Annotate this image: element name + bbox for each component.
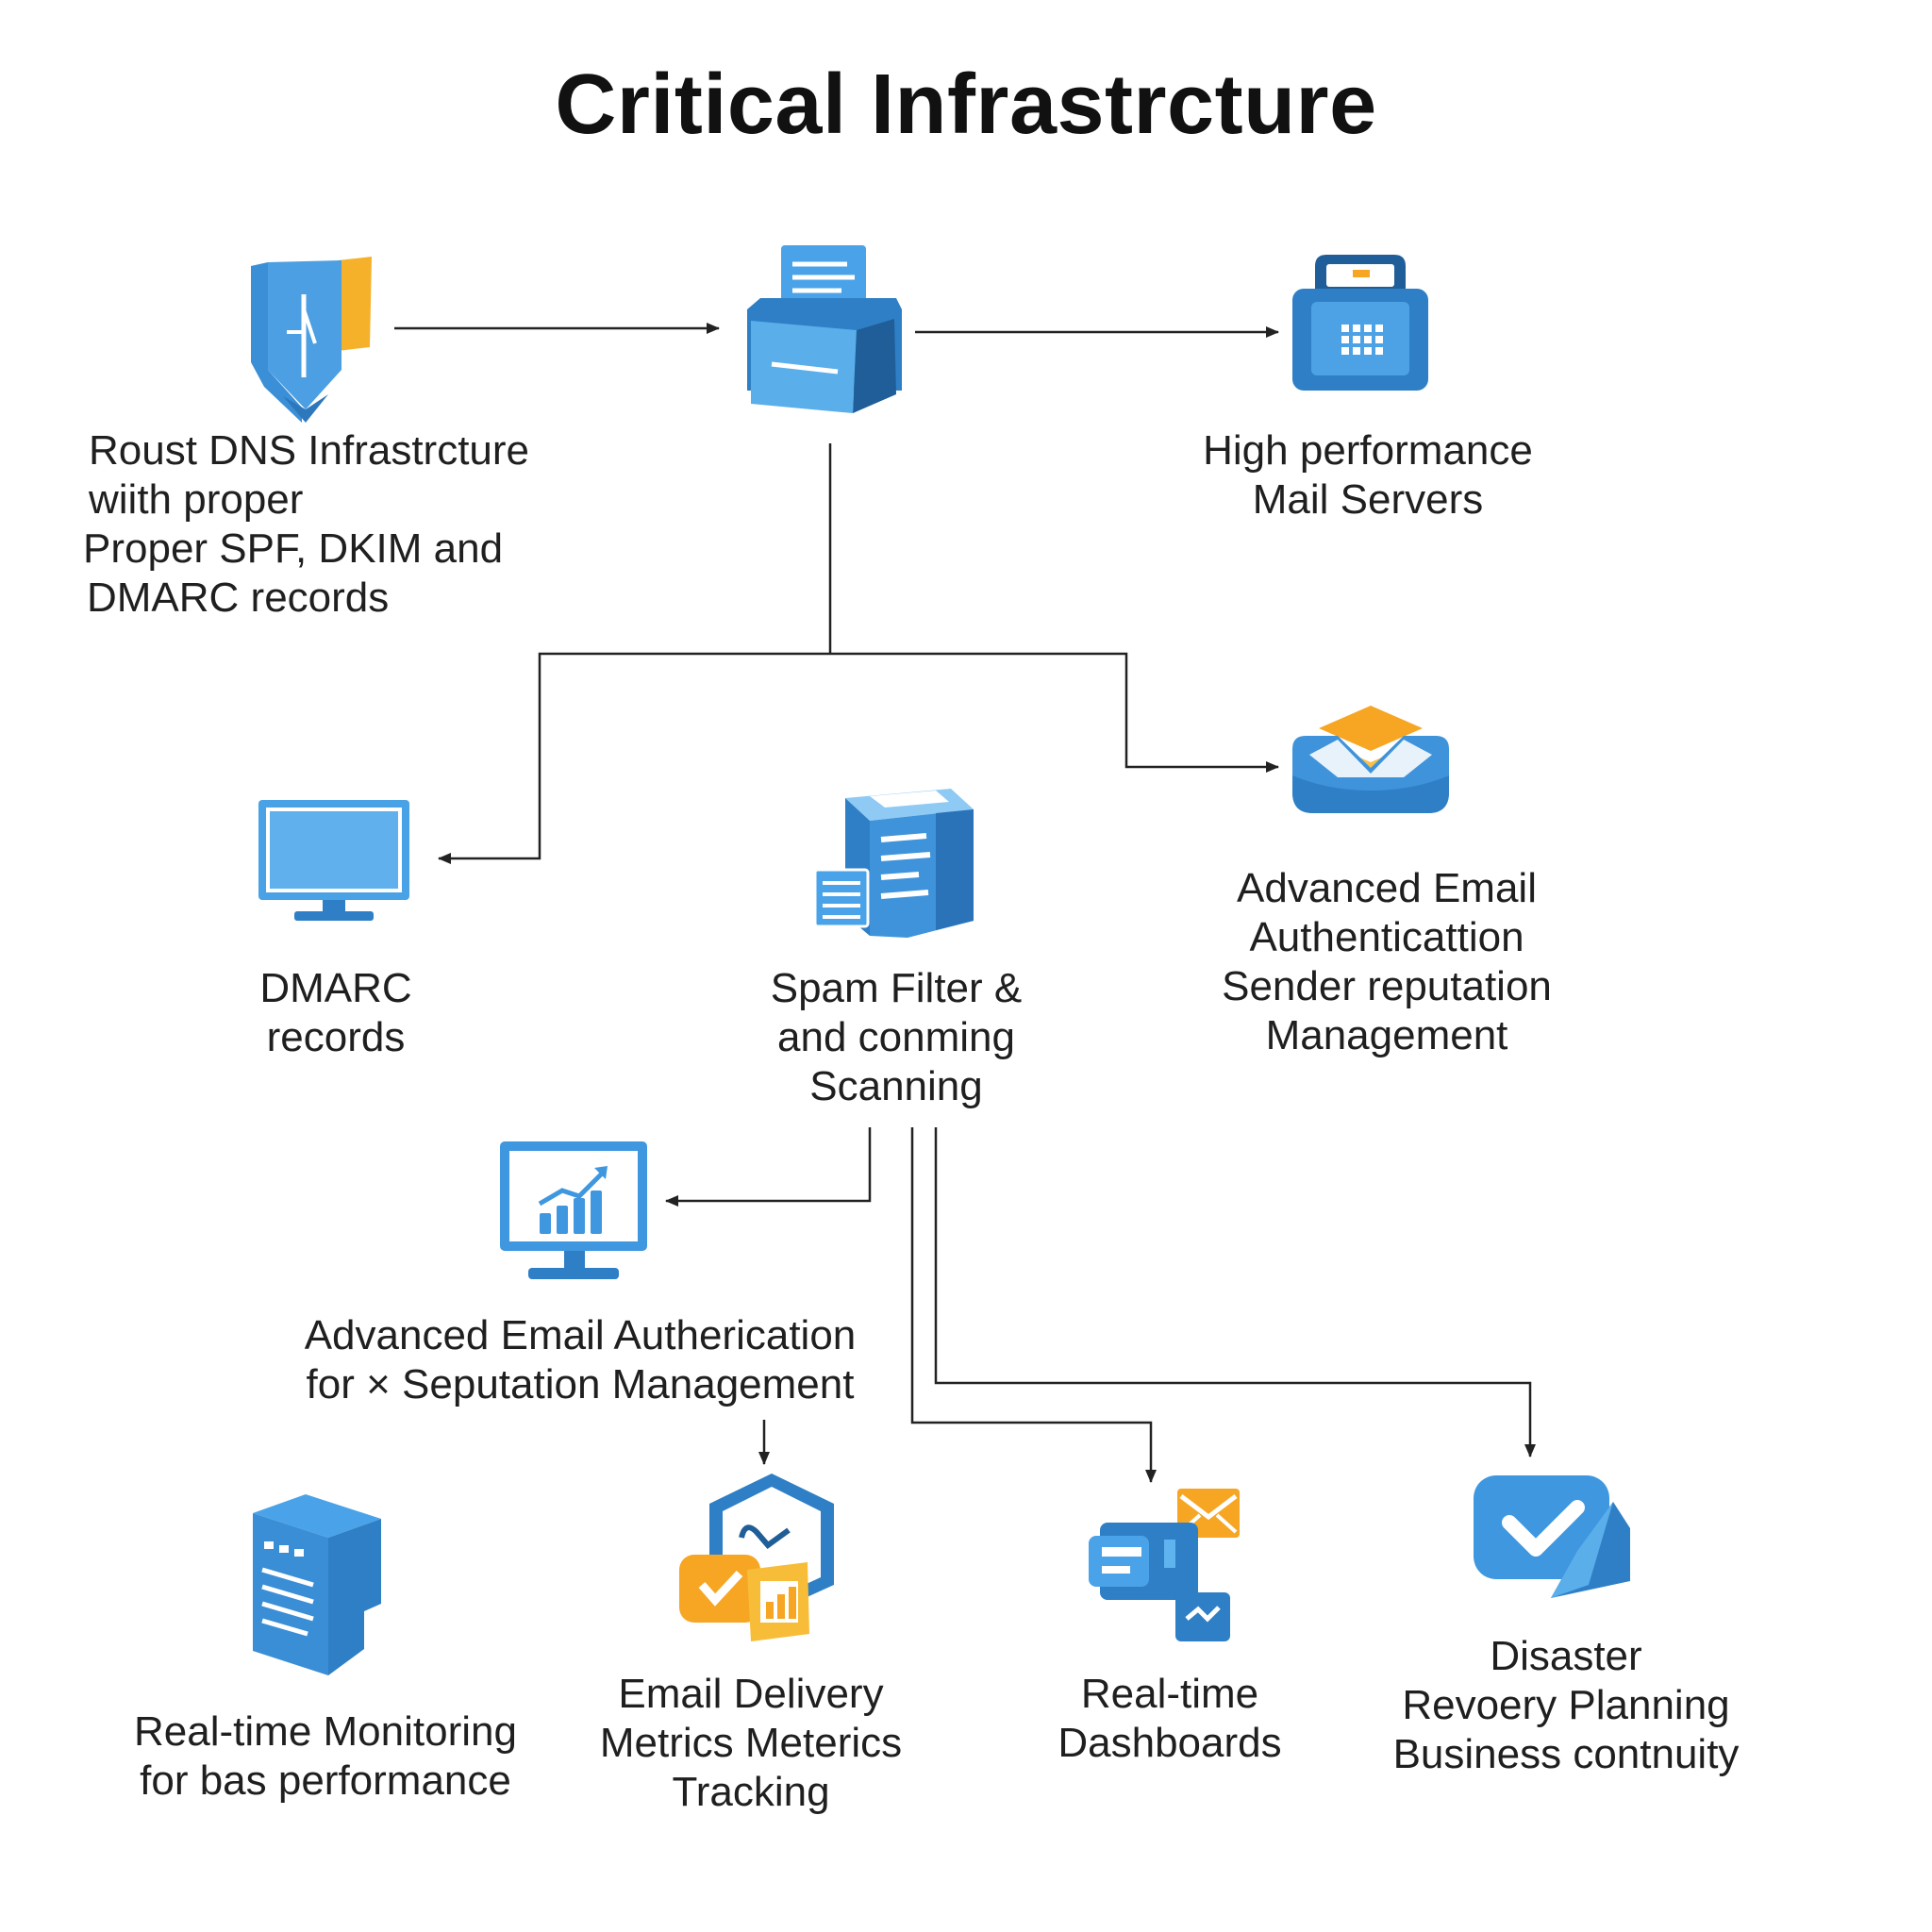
disaster-label-line: Revoery Planning [1402, 1682, 1730, 1728]
spam-label-line: Scanning [809, 1063, 983, 1109]
spam-label-line: and conming [777, 1014, 1015, 1060]
delivery-metrics-icon [679, 1474, 834, 1641]
checkmark-shield-icon [1474, 1475, 1630, 1598]
dns-label-line: Proper SPF, DKIM and [83, 525, 504, 572]
dmarc-label: DMARC records [194, 964, 477, 1062]
delivery-label-line: Email Delivery [618, 1671, 884, 1717]
spam-label: Spam Filter & and conming Scanning [726, 964, 1066, 1111]
document-folder-icon [747, 245, 902, 413]
dns-label-line: Roust DNS Infrastrcture [89, 427, 530, 474]
auth-reputation-label-line: Sender reputation [1222, 963, 1552, 1009]
spam-label-line: Spam Filter & [770, 965, 1023, 1011]
mail-servers-label-line: Mail Servers [1252, 476, 1484, 523]
auth-reputation-label: Advanced Email Authenticattion Sender re… [1189, 864, 1585, 1060]
dashboards-label: Real-time Dashboards [1028, 1670, 1311, 1768]
dashboards-label-line: Real-time [1080, 1671, 1259, 1717]
dmarc-label-line: DMARC [259, 965, 412, 1011]
auth-reputation-label-line: Management [1265, 1012, 1508, 1058]
inbox-tray-icon [1292, 706, 1449, 813]
disaster-label-line: Business contnuity [1392, 1731, 1740, 1777]
dns-label: Roust DNS Infrastrcture wiith proper Pro… [83, 426, 530, 623]
server-tower-icon [253, 1494, 381, 1675]
mail-server-icon [1292, 255, 1428, 391]
auth-reputation-label-line: Advanced Email [1237, 865, 1537, 911]
dns-tag-icon [251, 257, 372, 423]
server-stack-icon [813, 789, 974, 938]
connector-spam-to-dashboards [910, 1127, 1157, 1483]
delivery-label-line: Tracking [672, 1769, 830, 1815]
monitor-icon [258, 800, 409, 921]
mail-servers-label-line: High performance [1203, 427, 1533, 474]
connector-to-dmarc [438, 652, 830, 864]
auth-analytics-label-line: Advanced Email Autherication [304, 1312, 857, 1358]
dashboard-mail-icon [1089, 1489, 1240, 1641]
monitoring-label: Real-time Monitoring for bas performance [113, 1707, 538, 1806]
monitoring-label-line: Real-time Monitoring [134, 1708, 517, 1755]
connector-spam-to-disaster [934, 1127, 1536, 1457]
delivery-label: Email Delivery Metrics Meterics Tracking [572, 1670, 930, 1817]
dashboards-label-line: Dashboards [1058, 1720, 1282, 1766]
monitoring-label-line: for bas performance [140, 1757, 511, 1804]
disaster-label: Disaster Revoery Planning Business contn… [1358, 1632, 1774, 1779]
dns-label-line: wiith proper [89, 476, 304, 523]
auth-analytics-label-line: for × Seputation Management [306, 1361, 855, 1407]
delivery-label-line: Metrics Meterics [599, 1720, 903, 1766]
mail-servers-label: High performance Mail Servers [1160, 426, 1575, 525]
connector-spam-to-analytics [665, 1127, 872, 1207]
auth-analytics-label: Advanced Email Autherication for × Seput… [274, 1311, 887, 1409]
analytics-monitor-icon [500, 1141, 647, 1279]
connector-to-auth-reputation [830, 652, 1279, 773]
disaster-label-line: Disaster [1490, 1633, 1642, 1679]
auth-reputation-label-line: Authenticattion [1249, 914, 1524, 960]
dns-label-line: DMARC records [87, 575, 390, 621]
page-title: Critical Infrastrcture [555, 58, 1377, 152]
dmarc-label-line: records [266, 1014, 406, 1060]
